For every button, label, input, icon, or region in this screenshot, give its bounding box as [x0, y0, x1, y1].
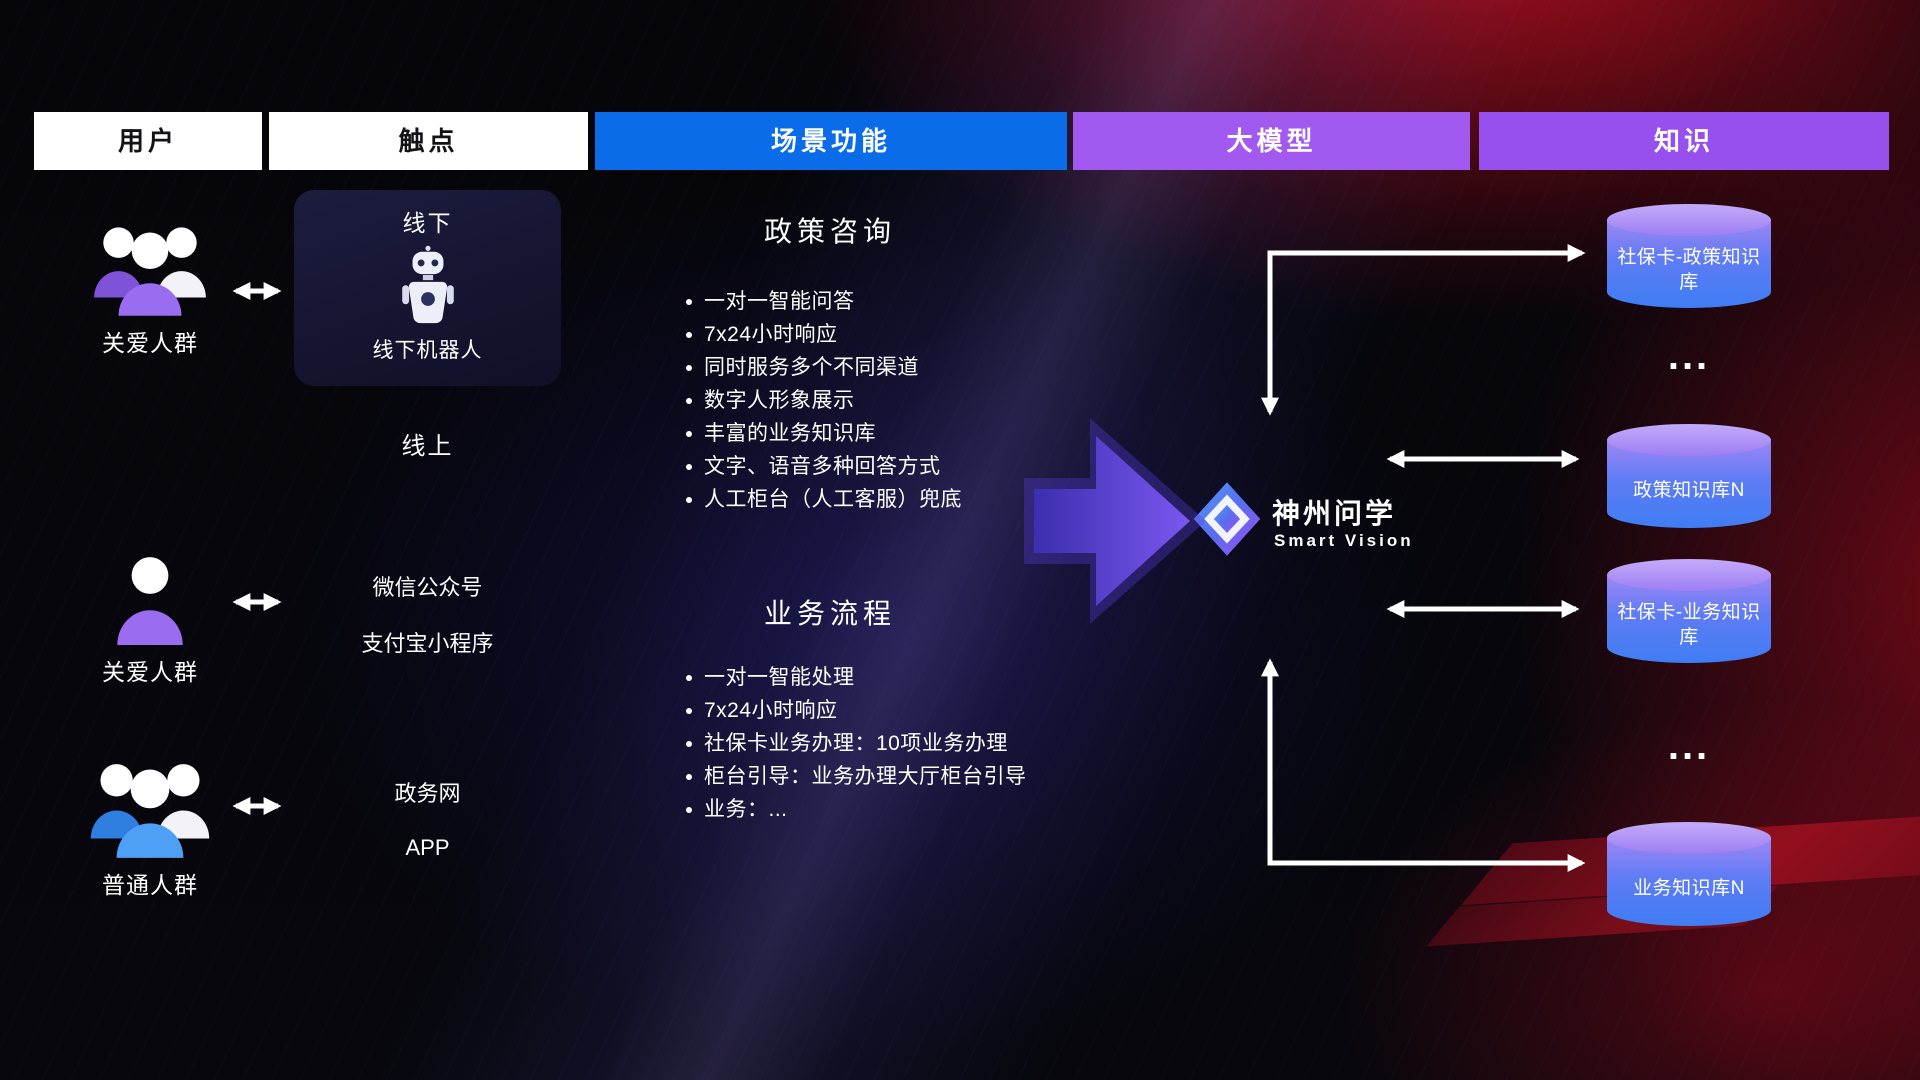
database-icon	[1607, 822, 1771, 926]
list-item: 一对一智能问答	[682, 288, 962, 315]
header-scene-functions: 场景功能	[595, 112, 1067, 170]
list-item: 丰富的业务知识库	[682, 420, 962, 447]
list-item: 业务：...	[682, 796, 1027, 823]
list-item: 社保卡业务办理：10项业务办理	[682, 730, 1027, 757]
kb-ellipsis-2: ...	[1667, 724, 1711, 768]
model-brand-subtitle: Smart Vision	[1274, 531, 1414, 550]
user-label: 关爱人群	[102, 330, 198, 356]
list-item: 文字、语音多种回答方式	[682, 453, 962, 480]
database-icon	[1607, 559, 1771, 663]
policy-consult-list: 一对一智能问答 7x24小时响应 同时服务多个不同渠道 数字人形象展示 丰富的业…	[682, 288, 962, 519]
big-flow-arrow	[1034, 436, 1190, 606]
offline-robot-label: 线下机器人	[372, 339, 483, 362]
smart-vision-diamond-icon	[1193, 482, 1261, 556]
person-purple-icon	[117, 557, 183, 645]
kb-label: 社保卡-业务知识库	[1617, 602, 1761, 648]
list-item: 人工柜台（人工客服）兜底	[682, 486, 962, 513]
list-item: 一对一智能处理	[682, 664, 1027, 691]
group-people-purple-icon	[94, 227, 206, 316]
kb-label: 业务知识库N	[1633, 877, 1745, 899]
list-item: 数字人形象展示	[682, 387, 962, 414]
header-knowledge: 知识	[1479, 112, 1889, 170]
scene-title-business-process: 业务流程	[763, 598, 896, 629]
user-group-ordinary: 普通人群	[45, 748, 255, 900]
offline-touchpoint-panel: 线下 线下机器人	[294, 190, 561, 386]
list-item: 同时服务多个不同渠道	[682, 354, 962, 381]
header-users: 用户	[34, 112, 262, 170]
group-people-blue-icon	[90, 764, 210, 858]
user-label: 关爱人群	[102, 659, 198, 685]
online-title: 线上	[401, 433, 454, 460]
user-group-care-2: 关爱人群	[50, 553, 250, 687]
user-group-care-1: 关爱人群	[50, 212, 250, 358]
header-large-model: 大模型	[1073, 112, 1470, 170]
list-item: 柜台引导：业务办理大厅柜台引导	[682, 763, 1027, 790]
scene-title-policy-consult: 政策咨询	[763, 216, 896, 247]
robot-icon	[401, 245, 454, 324]
kb-label: 社保卡-政策知识库	[1617, 247, 1761, 293]
model-brand-name: 神州问学	[1272, 498, 1397, 529]
list-item: 7x24小时响应	[682, 697, 1027, 724]
database-icon	[1607, 204, 1771, 308]
list-item: 7x24小时响应	[682, 321, 962, 348]
header-touchpoints: 触点	[269, 112, 588, 170]
kb-label: 政策知识库N	[1633, 479, 1745, 501]
touchpoint-alipay: 支付宝小程序	[361, 631, 494, 656]
kb-cylinder-social-policy: 社保卡-政策知识库	[1601, 202, 1777, 312]
touchpoint-wechat: 微信公众号	[372, 575, 483, 600]
touchpoint-gov-web: 政务网	[394, 781, 461, 806]
user-label: 普通人群	[102, 872, 198, 898]
kb-cylinder-business-n: 业务知识库N	[1601, 820, 1777, 930]
kb-cylinder-policy-n: 政策知识库N	[1601, 422, 1777, 532]
database-icon	[1607, 424, 1771, 528]
business-process-list: 一对一智能处理 7x24小时响应 社保卡业务办理：10项业务办理 柜台引导：业务…	[682, 664, 1027, 829]
kb-ellipsis-1: ...	[1667, 334, 1711, 378]
connector-model-kb4	[1261, 658, 1586, 872]
big-flow-arrow-glow	[1024, 418, 1206, 624]
offline-title: 线下	[402, 210, 453, 236]
touchpoint-app: APP	[405, 835, 450, 860]
connector-model-kb1	[1261, 244, 1586, 416]
kb-cylinder-social-business: 社保卡-业务知识库	[1601, 557, 1777, 667]
